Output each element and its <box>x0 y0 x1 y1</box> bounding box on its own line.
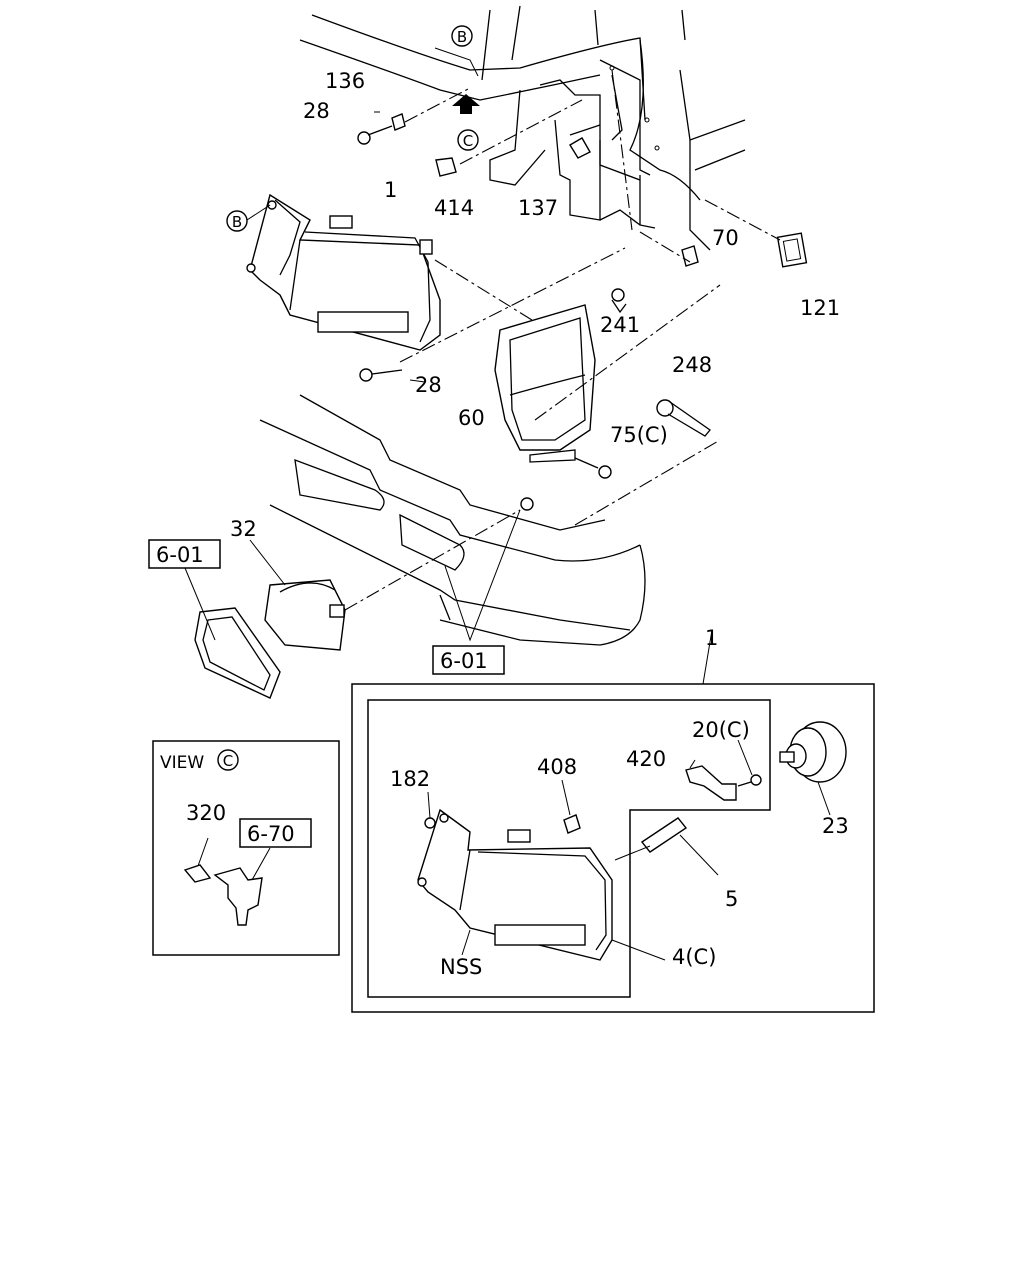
connector-248 <box>656 399 711 437</box>
callout-248: 248 <box>672 353 712 377</box>
ref-box-601-bottom <box>432 645 505 675</box>
callout-5: 5 <box>725 887 738 911</box>
bulb-5 <box>614 817 688 861</box>
ref-670: 6-70 <box>247 822 295 846</box>
callout-136: 136 <box>325 69 365 93</box>
callout-20: 20(C) <box>692 718 750 742</box>
forward-arrow-icon <box>452 94 480 114</box>
callout-137: 137 <box>518 196 558 220</box>
callout-408: 408 <box>537 755 577 779</box>
view-title: VIEW <box>160 753 204 773</box>
corner-bezel-60 <box>494 304 596 463</box>
marker-c-view <box>217 749 239 771</box>
callout-182: 182 <box>390 767 430 791</box>
clip-70 <box>681 245 699 267</box>
callout-414: 414 <box>434 196 474 220</box>
marker-b-top-letter: B <box>457 28 467 46</box>
callout-23: 23 <box>822 814 849 838</box>
nut-241 <box>611 288 627 314</box>
clip-320 <box>183 837 271 926</box>
ref-601-left: 6-01 <box>156 543 204 567</box>
fog-lamp-bezel <box>194 607 281 699</box>
bolt-75 <box>574 457 612 479</box>
marker-b-top-leader <box>434 47 479 77</box>
callout-75: 75(C) <box>610 423 668 447</box>
marker-b-left-letter: B <box>232 213 242 231</box>
bolt-28-top <box>357 125 393 145</box>
clip-414 <box>435 157 457 177</box>
bracket-420 <box>685 765 737 801</box>
callout-320: 320 <box>186 801 226 825</box>
o-ring-182 <box>424 817 436 829</box>
ref-601-bottom: 6-01 <box>440 649 488 673</box>
callout-70: 70 <box>712 226 739 250</box>
grommet-marker <box>520 497 534 511</box>
cab-body-outline <box>299 5 746 251</box>
marker-b-left-leader <box>246 204 271 221</box>
gasket-121 <box>776 232 808 268</box>
headlamp-assembly-kit <box>417 808 613 961</box>
kit-leaders <box>427 739 831 961</box>
clip-136 <box>391 113 406 131</box>
marker-b-left <box>226 210 248 232</box>
marker-c-top-letter: C <box>463 132 473 150</box>
callout-60: 60 <box>458 406 485 430</box>
callout-1-kit: 1 <box>705 626 718 650</box>
ref-box-670 <box>239 818 312 848</box>
callout-241: 241 <box>600 313 640 337</box>
callout-32: 32 <box>230 517 257 541</box>
bumper-outline <box>259 394 646 646</box>
kit-leader <box>702 629 713 685</box>
callout-420: 420 <box>626 747 666 771</box>
callout-28-mid: 28 <box>415 373 442 397</box>
headlamp-assembly-upper <box>246 193 441 351</box>
callout-121: 121 <box>800 296 840 320</box>
callout-nss: NSS <box>440 955 482 979</box>
socket-408 <box>563 814 581 834</box>
marker-b-top <box>451 25 473 47</box>
marker-c-top <box>457 129 479 151</box>
callout-28-top: 28 <box>303 99 330 123</box>
callout-1-top: 1 <box>384 178 397 202</box>
connection-lines <box>184 69 781 642</box>
callout-4: 4(C) <box>672 945 716 969</box>
bolt-28-mid <box>359 368 403 382</box>
ref-box-601-left <box>148 539 221 569</box>
socket-23 <box>779 721 847 783</box>
clip-137 <box>569 137 591 159</box>
marker-c-view-letter: C <box>223 752 233 770</box>
screw-20 <box>737 774 762 787</box>
fog-lamp-32 <box>264 579 346 651</box>
